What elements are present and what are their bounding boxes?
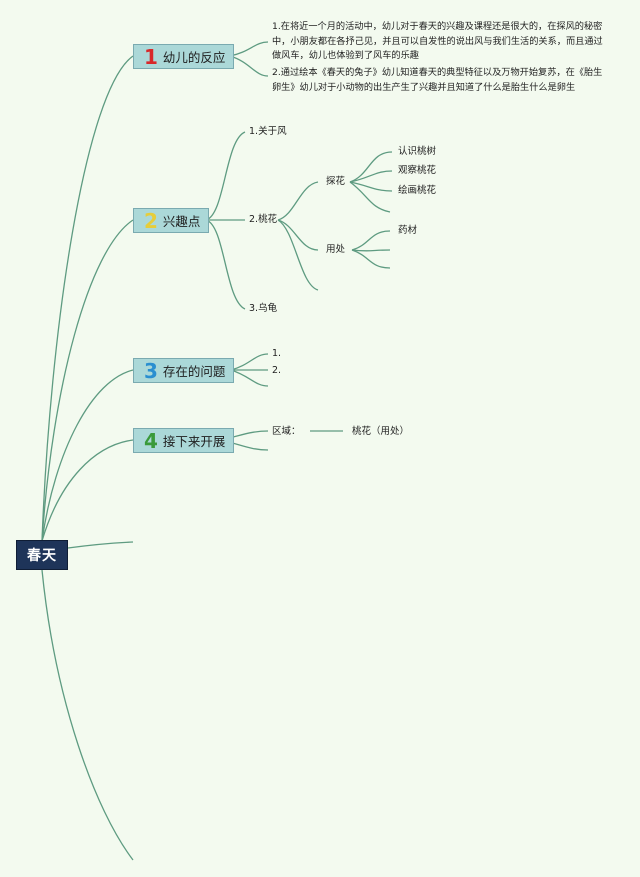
topic-label: 接下来开展 bbox=[162, 434, 226, 449]
root-node[interactable]: 春天 bbox=[16, 540, 68, 570]
topic-reactions[interactable]: 1 幼儿的反应 bbox=[133, 44, 235, 69]
use-item[interactable]: 药材 bbox=[398, 225, 418, 236]
topic-problems[interactable]: 3 存在的问题 bbox=[133, 358, 235, 383]
interest-turtle[interactable]: 3.乌龟 bbox=[249, 303, 278, 314]
problem-item[interactable]: 2. bbox=[272, 365, 282, 376]
reaction-note-2[interactable]: 2.通过绘本《春天的兔子》幼儿知道春天的典型特征以及万物开始复苏，在《胎生卵生》… bbox=[272, 67, 603, 93]
explore-item[interactable]: 认识桃树 bbox=[398, 146, 437, 157]
topic-interests[interactable]: 2 兴趣点 bbox=[133, 208, 210, 233]
topic-label: 幼儿的反应 bbox=[162, 50, 226, 65]
interest-wind[interactable]: 1.关于风 bbox=[249, 126, 287, 137]
next-area[interactable]: 区域： bbox=[272, 426, 301, 437]
explore-item[interactable]: 观察桃花 bbox=[398, 165, 437, 176]
explore-item[interactable]: 绘画桃花 bbox=[398, 185, 437, 196]
peach-use[interactable]: 用处 bbox=[326, 244, 346, 255]
problem-item[interactable]: 1. bbox=[272, 348, 282, 359]
topic-label: 存在的问题 bbox=[162, 364, 226, 379]
topic-number: 1 bbox=[144, 44, 158, 69]
topic-number: 4 bbox=[144, 428, 158, 453]
topic-label: 兴趣点 bbox=[162, 214, 201, 229]
next-area-item[interactable]: 桃花（用处） bbox=[352, 426, 410, 437]
reaction-note-1[interactable]: 1.在将近一个月的活动中，幼儿对于春天的兴趣及课程还是很大的，在探风的秘密中，小… bbox=[272, 21, 603, 61]
topic-next-steps[interactable]: 4 接下来开展 bbox=[133, 428, 235, 453]
topic-number: 2 bbox=[144, 208, 158, 233]
interest-peach[interactable]: 2.桃花 bbox=[249, 214, 278, 225]
topic-number: 3 bbox=[144, 358, 158, 383]
peach-explore[interactable]: 探花 bbox=[326, 176, 346, 187]
